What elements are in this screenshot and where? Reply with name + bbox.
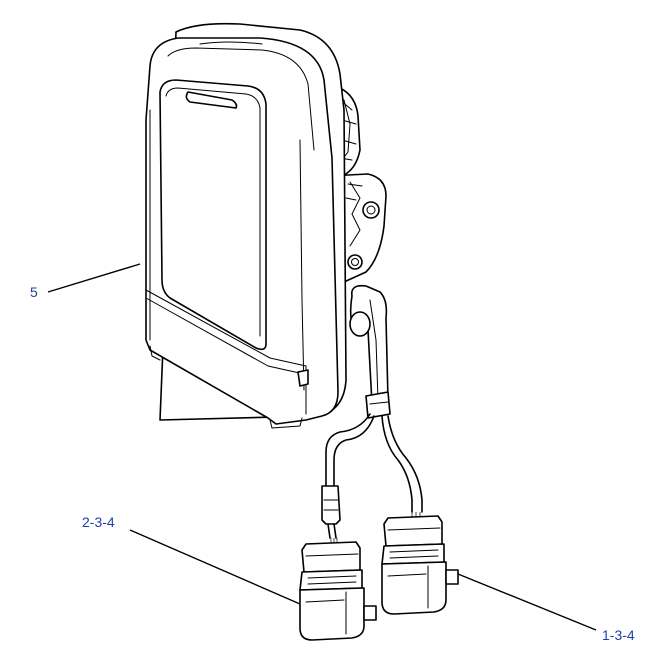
harness-branch-left [321,413,375,550]
leader-line-right-connector [457,573,597,631]
connector-right [381,515,459,615]
callout-left-connector: 2-3-4 [82,514,115,530]
callout-right-connector: 1-3-4 [602,627,635,643]
harness-branch-right [381,415,423,524]
callout-display: 5 [30,284,38,300]
leader-line-left-connector [129,529,301,605]
leader-line-display [47,263,141,293]
display-unit [145,22,347,429]
harness-trunk [349,284,391,419]
connector-left [299,541,377,641]
